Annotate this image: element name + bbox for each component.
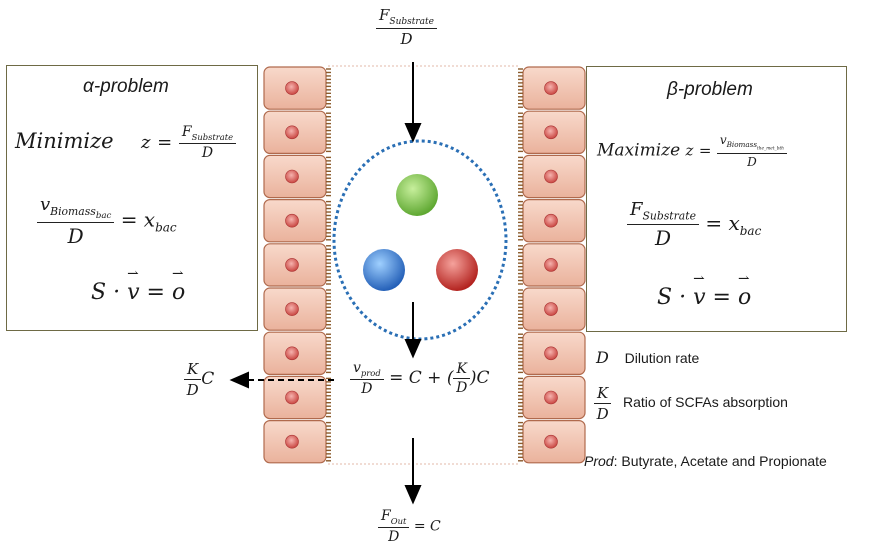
production-rhs-a: = C + ( [389, 367, 454, 388]
cell-nucleus [544, 81, 558, 95]
cell-nucleus [285, 125, 299, 140]
alpha-title: α-problem [83, 76, 169, 97]
cell-nucleus [285, 81, 299, 95]
cell-nucleus [544, 434, 558, 449]
cell-nucleus [285, 434, 299, 449]
absorption-num: K [184, 360, 202, 380]
alpha-constraint-num-sub: Biomassbac [50, 204, 112, 221]
alpha-objective: Minimize z = FSubstrate D [15, 124, 237, 161]
inflow-denominator: D [400, 30, 413, 48]
alpha-stoichiometry: S · v⇀ = o⇀ [91, 266, 186, 305]
cell-nucleus [285, 213, 299, 228]
beta-stoichiometry: S · v⇀ = o⇀ [657, 271, 752, 310]
beta-constraint-rhs-sub: bac [739, 223, 762, 238]
production-rhs-b: )C [469, 367, 490, 388]
alpha-constraint-rhs: = x [120, 207, 156, 232]
green-bacterium [396, 174, 438, 216]
beta-objective-num: v [719, 133, 727, 147]
inflow-label: FSubstrate D [376, 6, 437, 48]
legend-ratio-den: D [596, 405, 609, 423]
absorption-rhs: C [201, 369, 215, 389]
production-num: v [353, 360, 361, 376]
alpha-objective-lhs: z [140, 131, 151, 153]
legend-prod-text: : Butyrate, Acetate and Propionate [613, 453, 827, 469]
outflow-den: D [388, 528, 400, 545]
cell-nucleus [544, 346, 558, 361]
red-bacterium [436, 249, 478, 291]
inflow-numerator-sub: Substrate [389, 17, 434, 27]
beta-constraint-num-sub: Substrate [642, 209, 696, 223]
legend-ratio: K D Ratio of SCFAs absorption [594, 384, 788, 423]
outflow-rhs: = C [413, 518, 441, 535]
alpha-objective-den: D [201, 144, 214, 161]
production-equation: vprod D = C + ( K D )C [350, 360, 490, 397]
right-epithelial-wall [518, 66, 586, 464]
beta-constraint: FSubstrate D = xbac [627, 199, 761, 250]
production-den: D [361, 380, 373, 397]
cell-nucleus [544, 258, 558, 272]
alpha-constraint-num: v [40, 194, 51, 215]
production-k: K [453, 361, 470, 379]
beta-problem-box: β-problem Maximize z = vBiomassthe_met_b… [586, 66, 847, 332]
outflow-label: FOut D = C [378, 508, 441, 545]
cell-nucleus [285, 169, 299, 184]
legend-dilution-text: Dilution rate [624, 350, 700, 366]
cell-nucleus [285, 346, 299, 361]
legend-ratio-num: K [594, 384, 612, 404]
alpha-objective-num: F [181, 124, 192, 140]
alpha-constraint-num-subsub: bac [95, 210, 112, 221]
alpha-objective-num-sub: Substrate [191, 131, 234, 142]
cell-nucleus [285, 390, 299, 405]
cell-nucleus [544, 390, 558, 405]
alpha-constraint-rhs-sub: bac [155, 220, 177, 235]
inflow-numerator: F [379, 6, 390, 24]
legend-dilution-symbol: D [596, 348, 609, 367]
cell-nucleus [285, 258, 299, 272]
alpha-constraint: vBiomassbac D = xbac [37, 194, 177, 248]
absorption-label: K D C [184, 360, 214, 399]
alpha-objective-word: Minimize [15, 128, 114, 153]
production-d: D [456, 379, 468, 396]
cell-nucleus [544, 169, 558, 184]
alpha-problem-box: α-problem Minimize z = FSubstrate D vBio… [6, 65, 258, 331]
blue-bacterium [363, 249, 405, 291]
legend-prod-label: Prod [584, 453, 614, 469]
legend-prod: Prod: Butyrate, Acetate and Propionate [584, 453, 827, 469]
outflow-num: F [381, 508, 391, 524]
beta-objective-num-sub: Biomassthe_met_bth [726, 140, 784, 152]
left-epithelial-wall [263, 66, 331, 464]
legend-ratio-text: Ratio of SCFAs absorption [623, 394, 788, 411]
alpha-constraint-den: D [67, 223, 84, 248]
bacteria-community-ellipse [332, 139, 508, 341]
beta-objective-word: Maximize [597, 140, 681, 161]
beta-objective-den: D [747, 154, 757, 169]
beta-objective-num-subsub: the_met_bth [757, 146, 784, 152]
cell-nucleus [285, 302, 299, 316]
beta-objective: Maximize z = vBiomassthe_met_bth D [597, 133, 787, 169]
cell-nucleus [544, 213, 558, 228]
cell-nucleus [544, 302, 558, 316]
absorption-den: D [186, 381, 199, 399]
legend-dilution: D Dilution rate [596, 348, 699, 367]
cell-nucleus [544, 125, 558, 140]
beta-constraint-num: F [630, 199, 643, 220]
beta-title: β-problem [667, 79, 753, 100]
beta-constraint-den: D [654, 225, 671, 250]
production-num-sub: prod [360, 367, 381, 378]
beta-objective-lhs: z [685, 141, 694, 160]
beta-constraint-rhs: = x [705, 210, 740, 235]
outflow-num-sub: Out [390, 515, 407, 526]
